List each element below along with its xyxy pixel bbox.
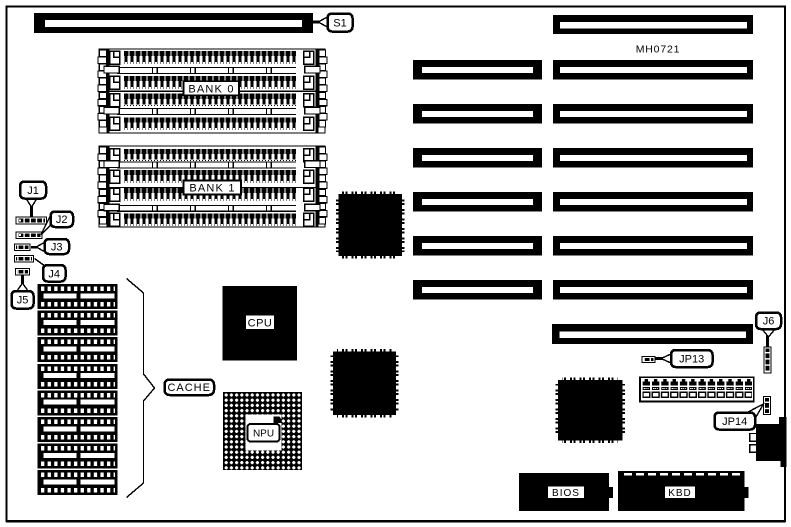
svg-text:J1: J1	[27, 185, 39, 197]
svg-text:JP13: JP13	[679, 354, 704, 366]
svg-text:J5: J5	[17, 295, 29, 307]
svg-text:J2: J2	[56, 214, 68, 226]
svg-text:CACHE: CACHE	[167, 382, 211, 394]
svg-text:BIOS: BIOS	[552, 488, 580, 499]
svg-text:JP14: JP14	[722, 416, 747, 428]
svg-text:BANK 0: BANK 0	[188, 84, 234, 96]
svg-text:S1: S1	[333, 18, 346, 30]
svg-text:J3: J3	[51, 242, 63, 254]
svg-text:J4: J4	[48, 269, 60, 281]
svg-text:CPU: CPU	[248, 318, 273, 330]
svg-text:KBD: KBD	[668, 488, 692, 499]
svg-text:BANK 1: BANK 1	[189, 183, 235, 195]
svg-text:J6: J6	[763, 316, 775, 328]
svg-text:MH0721: MH0721	[636, 44, 681, 56]
svg-text:NPU: NPU	[253, 429, 274, 440]
